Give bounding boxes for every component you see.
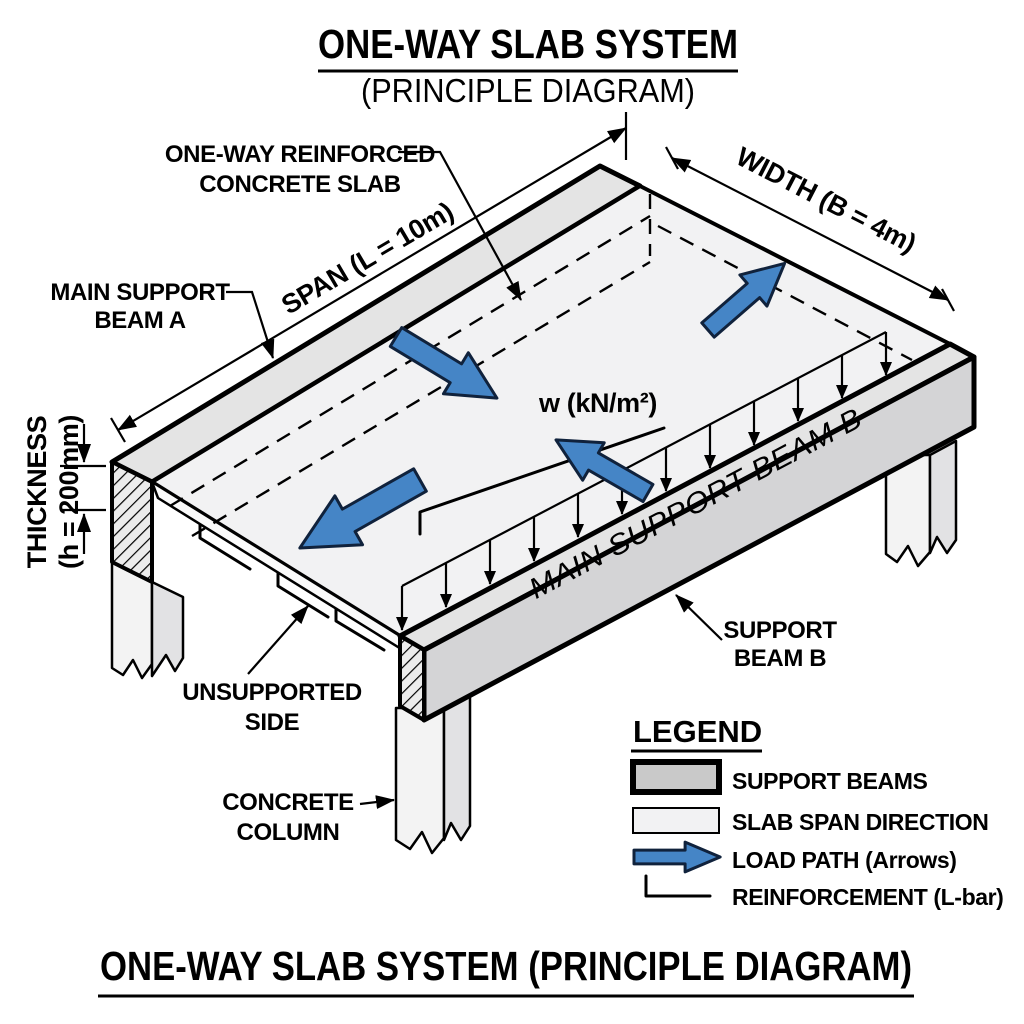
legend-l-bar-icon xyxy=(644,874,712,898)
legend-load-path-arrow-icon xyxy=(632,841,722,873)
concrete-column-callout: CONCRETE COLUMN xyxy=(222,789,395,846)
beam-b-hatched-end xyxy=(398,634,426,722)
legend-support-beams-swatch xyxy=(630,759,722,795)
edge-reinforcement-l-bars xyxy=(198,523,386,652)
slab-leader-line xyxy=(398,150,522,301)
page-title: ONE-WAY SLAB SYSTEM xyxy=(318,21,738,67)
legend-item-load-path: LOAD PATH (Arrows) xyxy=(732,847,957,873)
legend-item-support-beams: SUPPORT BEAMS xyxy=(732,768,927,794)
caption-block: ONE-WAY SLAB SYSTEM (PRINCIPLE DIAGRAM) xyxy=(98,943,914,998)
thickness-dimension-label: THICKNESS xyxy=(22,416,52,568)
legend-item-slab-span: SLAB SPAN DIRECTION xyxy=(732,809,989,835)
unsupported-label-line1: UNSUPPORTED xyxy=(182,679,362,706)
concrete-column-middle xyxy=(394,692,472,855)
column-leader-line xyxy=(359,795,395,810)
column-label-line2: COLUMN xyxy=(237,819,340,846)
support-b-label-line2: BEAM B xyxy=(734,645,826,672)
beam-a-label-line2: BEAM A xyxy=(94,307,185,334)
width-dimension-label: WIDTH (B = 4m) xyxy=(731,141,920,258)
distributed-load-arrows xyxy=(396,331,892,631)
bottom-caption: ONE-WAY SLAB SYSTEM (PRINCIPLE DIAGRAM) xyxy=(100,943,912,989)
slab-label-line1: ONE-WAY REINFORCED xyxy=(165,141,435,168)
thickness-dimension-value: (h = 200mm) xyxy=(54,415,84,569)
title-block: ONE-WAY SLAB SYSTEM (PRINCIPLE DIAGRAM) xyxy=(318,21,738,109)
slab-label-line2: CONCRETE SLAB xyxy=(199,171,401,198)
beam-a-label-line1: MAIN SUPPORT xyxy=(50,279,230,306)
column-label-line1: CONCRETE xyxy=(222,789,354,816)
unsupported-leader-line xyxy=(247,605,309,675)
support-b-leader-line xyxy=(675,594,723,641)
legend: LEGEND SUPPORT BEAMS SLAB SPAN DIRECTION… xyxy=(630,714,1004,910)
load-intensity-label: w (kN/m²) xyxy=(538,388,657,418)
support-b-label-line1: SUPPORT xyxy=(723,617,837,644)
legend-title: LEGEND xyxy=(633,714,762,749)
legend-item-reinforcement: REINFORCEMENT (L-bar) xyxy=(732,884,1003,910)
unsupported-label-line2: SIDE xyxy=(245,709,300,736)
unsupported-side-callout: UNSUPPORTED SIDE xyxy=(182,605,362,736)
concrete-column-left xyxy=(110,560,185,680)
beam-a-callout: MAIN SUPPORT BEAM A xyxy=(50,279,275,359)
beam-a-hatched-end xyxy=(110,460,154,584)
beam-a-leader-line xyxy=(226,290,275,359)
dimension-thickness: THICKNESS (h = 200mm) xyxy=(22,415,106,569)
page-subtitle: (PRINCIPLE DIAGRAM) xyxy=(361,72,695,109)
concrete-column-right xyxy=(884,439,958,568)
support-beam-b-callout: SUPPORT BEAM B xyxy=(675,594,838,672)
slab-callout: ONE-WAY REINFORCED CONCRETE SLAB xyxy=(165,141,522,301)
legend-slab-span-swatch xyxy=(632,807,720,834)
